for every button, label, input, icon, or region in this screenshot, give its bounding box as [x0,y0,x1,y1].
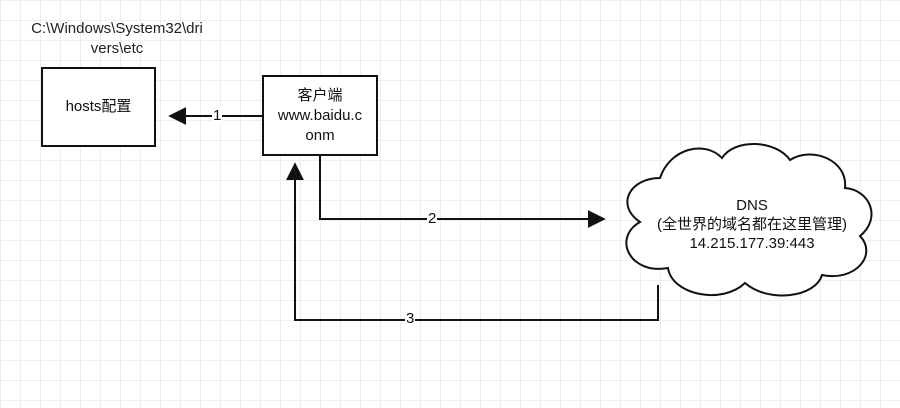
dns-address: 14.215.177.39:443 [689,235,815,252]
edge-2-line [319,156,606,228]
hosts-path-line-1: C:\Windows\System32\dri [31,20,203,37]
dns-cloud-shape [625,143,873,297]
edge-3-label: 3 [405,310,416,327]
edge-1-label: 1 [212,107,223,124]
dns-cloud[interactable]: DNS (全世界的域名都在这里管理) 14.215.177.39:443 [632,196,872,253]
hosts-config-label: hosts配置 [65,98,132,115]
hosts-path-note: C:\Windows\System32\dri vers\etc [22,19,212,59]
client-url-line-2: onm [305,126,335,144]
dns-description: (全世界的域名都在这里管理) [657,216,847,233]
hosts-config-box[interactable]: hosts配置 [41,67,156,147]
edge-3-line [286,162,659,321]
client-box[interactable]: 客户端 www.baidu.c onm [262,75,378,156]
dns-title: DNS [736,197,768,214]
hosts-path-line-2: vers\etc [90,40,144,57]
client-url-line-1: www.baidu.c [277,106,363,124]
edge-2-label: 2 [427,210,438,227]
client-label: 客户端 [297,86,343,104]
